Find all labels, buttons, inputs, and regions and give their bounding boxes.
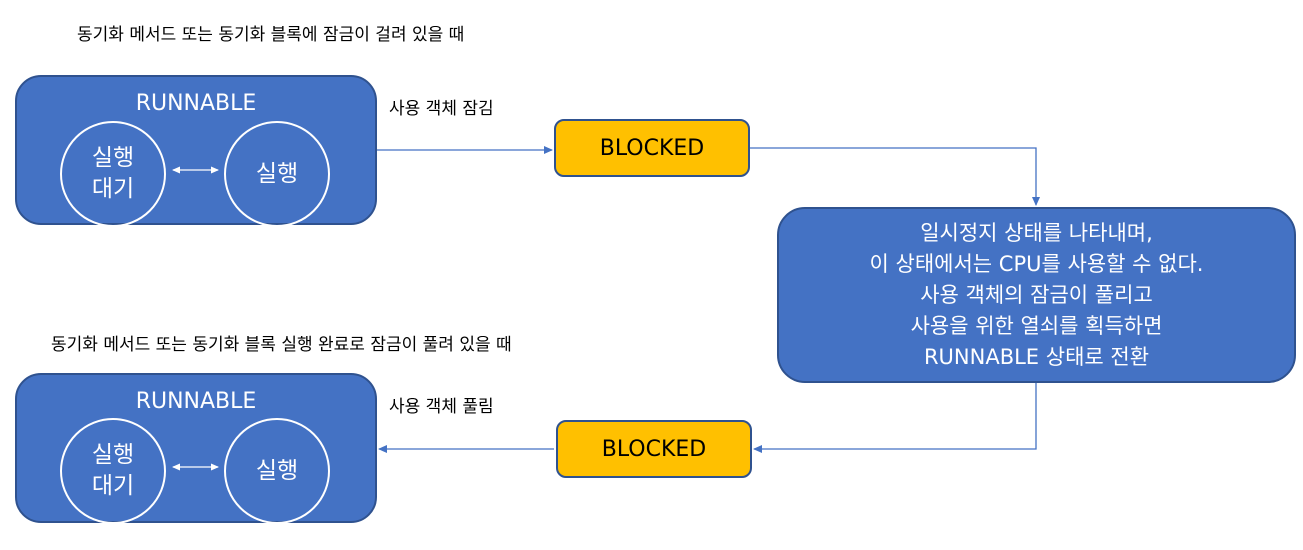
blocked-state-top: BLOCKED [554, 119, 750, 177]
bottom-caption: 동기화 메서드 또는 동기화 블록 실행 완료로 잠금이 풀려 있을 때 [51, 335, 512, 355]
note-to-blocked-arrow [753, 383, 1037, 453]
note-line: 이 상태에서는 CPU를 사용할 수 없다. [869, 251, 1204, 276]
blocked-explanation-note: 일시정지 상태를 나타내며, 이 상태에서는 CPU를 사용할 수 없다. 사용… [777, 207, 1296, 383]
ready-state-circle: 실행 대기 [60, 121, 166, 227]
note-line: 사용 객체의 잠금이 풀리고 [920, 282, 1153, 307]
blocked-state-bottom: BLOCKED [556, 420, 752, 478]
note-line: RUNNABLE 상태로 전환 [923, 344, 1150, 369]
blocked-to-note-arrow [750, 147, 1040, 206]
note-line: 일시정지 상태를 나타내며, [920, 220, 1153, 245]
running-state-circle: 실행 [224, 418, 330, 524]
unlock-edge-label: 사용 객체 풀림 [389, 397, 494, 417]
lock-edge-label: 사용 객체 잠김 [389, 99, 494, 119]
runnable-title: RUNNABLE [135, 389, 257, 414]
running-state-circle: 실행 [224, 121, 330, 227]
ready-state-circle: 실행 대기 [60, 418, 166, 524]
bottom-runnable-box: RUNNABLE 실행 대기 실행 [15, 373, 377, 524]
top-runnable-box: RUNNABLE 실행 대기 실행 [15, 75, 377, 227]
note-line: 사용을 위한 열쇠를 획득하면 [910, 313, 1163, 338]
runnable-title: RUNNABLE [135, 91, 257, 116]
top-caption: 동기화 메서드 또는 동기화 블록에 잠금이 걸려 있을 때 [77, 25, 465, 45]
